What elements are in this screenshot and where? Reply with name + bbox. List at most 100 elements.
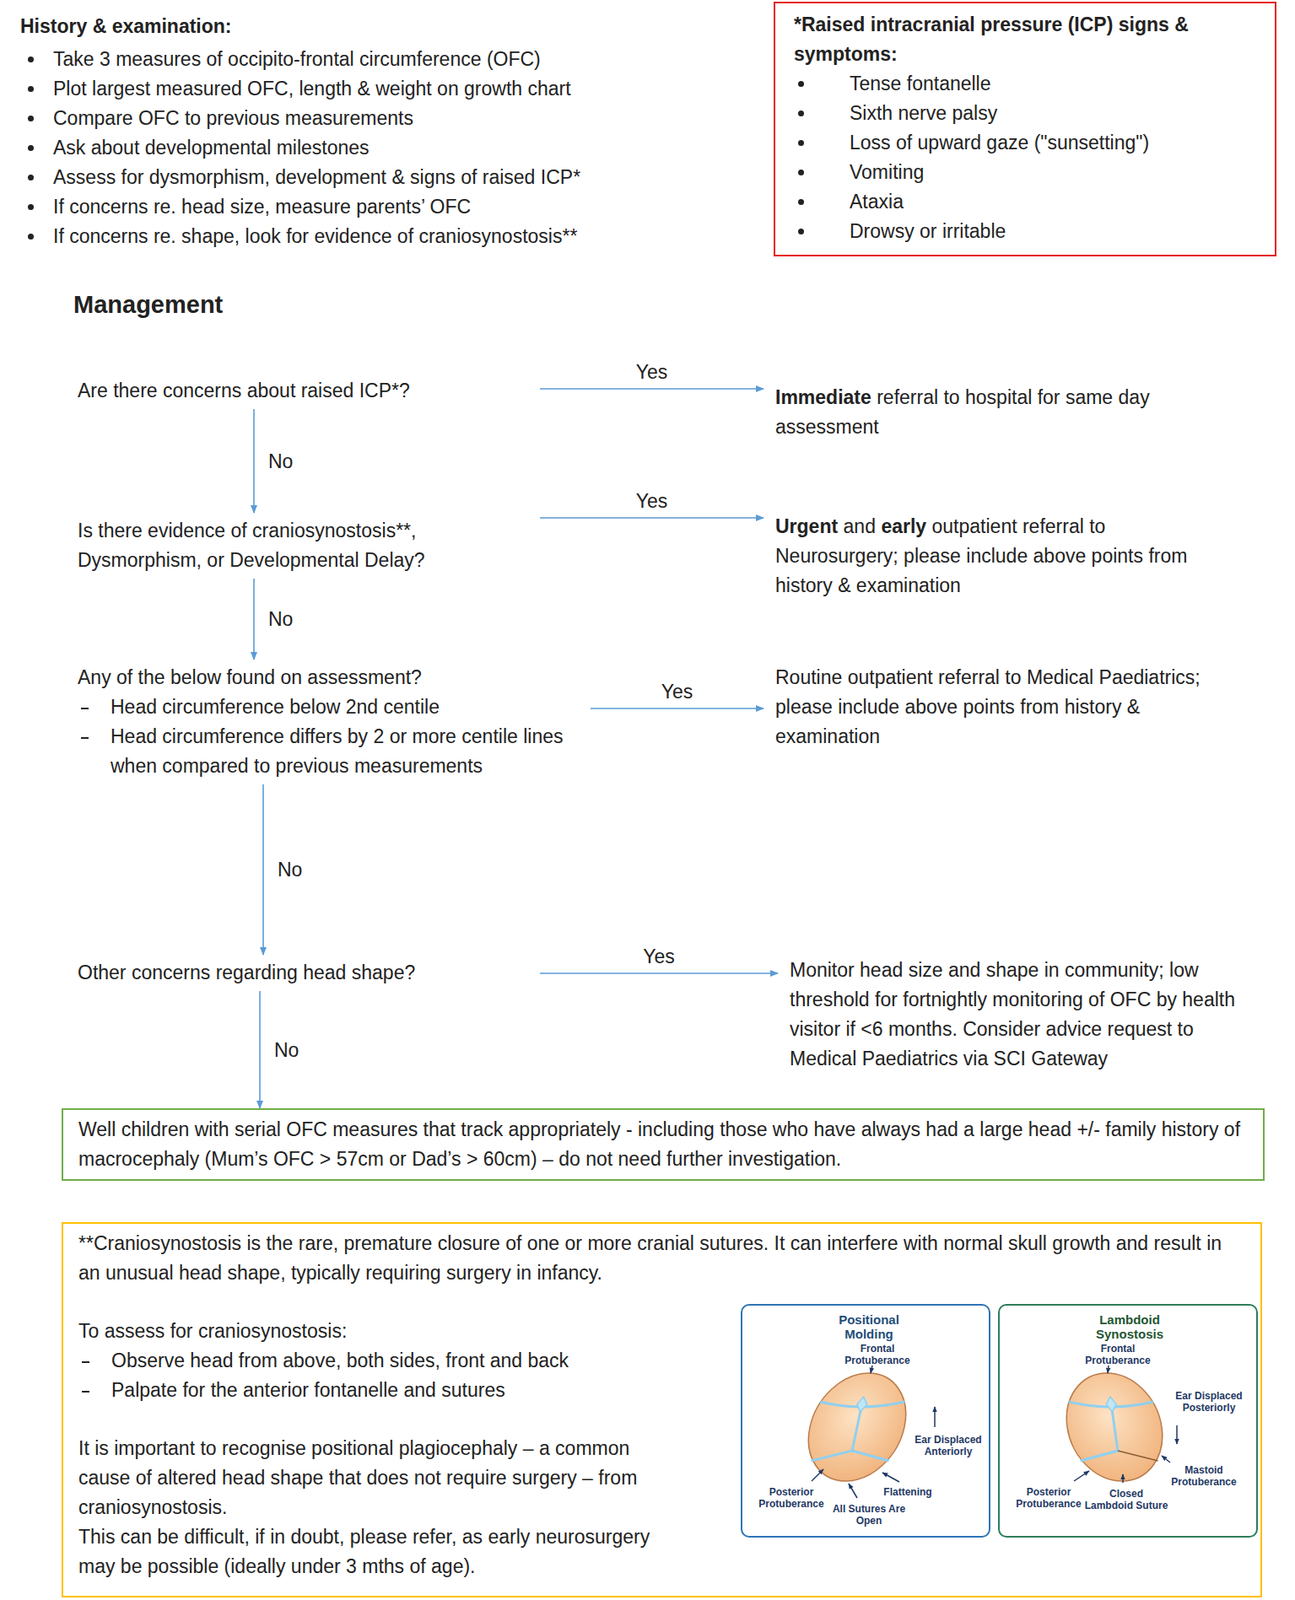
callout-label: Frontal Protuberance	[1067, 1343, 1169, 1367]
box-text: Other concerns regarding head shape?	[77, 958, 530, 988]
box-text: Well children with serial OFC measures t…	[78, 1115, 1248, 1175]
label-row: Management	[73, 289, 223, 320]
label-row: If concerns re. head size, measure paren…	[25, 192, 471, 222]
bullet-text: Sixth nerve palsy	[793, 98, 1267, 129]
list-item: Drowsy or irritable	[793, 216, 1267, 247]
list-text: Palpate for the anterior fontanelle and …	[78, 1375, 1246, 1406]
box-text: Are there concerns about raised ICP*?	[77, 376, 530, 406]
bullet-text: If concerns re. shape, look for evidence…	[25, 221, 578, 252]
bullet-text: Plot largest measured OFC, length & weig…	[25, 74, 572, 104]
bullet-text: Tense fontanelle	[793, 69, 1267, 99]
edge-label: No	[271, 1038, 302, 1063]
bullet-dot	[798, 169, 804, 176]
bullet-dot	[798, 110, 804, 117]
callout-label: Posterior Protuberance	[747, 1486, 836, 1511]
label-row: Compare OFC to previous measurements	[25, 103, 414, 134]
list-item: Sixth nerve palsy	[793, 98, 1267, 129]
box-text: Monitor head size and shape in community…	[789, 955, 1264, 1074]
bullet-text: Take 3 measures of occipito-frontal circ…	[25, 44, 541, 75]
list-item: Palpate for the anterior fontanelle and …	[78, 1375, 1246, 1406]
box-text: To assess for craniosynostosis:	[78, 1316, 1246, 1347]
list-item: Head circumference below 2nd centile	[77, 692, 581, 723]
list-item: Loss of upward gaze ("sunsetting")	[793, 128, 1267, 158]
box-text: Routine outpatient referral to Medical P…	[775, 663, 1242, 752]
box-text: early	[880, 515, 927, 538]
bullet-dot	[27, 145, 34, 152]
positional-head	[798, 1373, 916, 1482]
question: Other concerns regarding head shape?	[67, 955, 540, 992]
bullet-dot	[27, 86, 34, 92]
callout-label: All Sutures Are Open	[826, 1503, 912, 1528]
bullet-dot	[27, 174, 34, 181]
label-row: Take 3 measures of occipito-frontal circ…	[25, 44, 541, 75]
info-box: **Craniosynostosis is the rare, prematur…	[61, 1222, 1263, 1598]
list-text: Observe head from above, both sides, fro…	[78, 1346, 1246, 1376]
bullet-text: Ask about developmental milestones	[25, 133, 370, 163]
bullet-text: Loss of upward gaze ("sunsetting")	[793, 128, 1267, 158]
action: Urgentandearlyoutpatient referral to Neu…	[763, 508, 1220, 605]
bullet-text: If concerns re. head size, measure paren…	[25, 192, 471, 222]
bullet-dot	[798, 228, 804, 235]
flow-arrow	[539, 517, 764, 519]
bullet-text: Assess for dysmorphism, development & si…	[25, 162, 581, 193]
label-row: History & examination:	[20, 11, 233, 42]
section-heading: Management	[73, 289, 223, 320]
dash-mark	[80, 737, 89, 740]
callout-label: Ear Displaced Posteriorly	[1168, 1390, 1250, 1414]
label-row: Ask about developmental milestones	[25, 133, 370, 163]
box-text: and	[843, 515, 876, 538]
list-item: Head circumference differs by 2 or more …	[77, 722, 581, 782]
note-box: Well children with serial OFC measures t…	[61, 1108, 1265, 1182]
warning-box: *Raised intracranial pressure (ICP) sign…	[773, 1, 1277, 257]
list-item: Ataxia	[793, 187, 1267, 217]
callout-label: Frontal Protuberance	[826, 1343, 929, 1367]
callout-label: Posterior Protuberance	[1004, 1486, 1093, 1511]
flow-arrow	[539, 972, 778, 975]
callout-label: Mastoid Protuberance	[1161, 1464, 1247, 1489]
edge-label: Yes	[640, 944, 678, 969]
bullet-text: Compare OFC to previous measurements	[25, 103, 414, 134]
bullet-dot	[27, 204, 34, 211]
bullet-dot	[798, 199, 804, 206]
dash-mark	[80, 707, 89, 710]
box-text: Any of the below found on assessment?	[77, 663, 581, 693]
callout-label: Closed Lambdoid Suture	[1084, 1488, 1169, 1512]
edge-label: Yes	[658, 679, 697, 704]
label-row: Assess for dysmorphism, development & si…	[25, 162, 581, 193]
action: Immediatereferral to hospital for same d…	[763, 379, 1203, 446]
bullet-dot	[27, 115, 34, 122]
label-row: Plot largest measured OFC, length & weig…	[25, 74, 572, 104]
panel-title: Positional Molding	[818, 1312, 920, 1342]
edge-label: Yes	[633, 360, 671, 384]
edge-label: No	[265, 449, 296, 474]
list-item: Vomiting	[793, 157, 1267, 188]
box-text: It is important to recognise positional …	[78, 1434, 686, 1523]
list-text: Head circumference differs by 2 or more …	[77, 722, 581, 782]
illustration-panel: Lambdoid SynostosisFrontal ProtuberanceE…	[998, 1304, 1258, 1538]
panel-title: Lambdoid Synostosis	[1079, 1312, 1181, 1342]
list-item: Tense fontanelle	[793, 69, 1267, 99]
box-text: **Craniosynostosis is the rare, prematur…	[78, 1229, 1246, 1289]
bullet-text: Drowsy or irritable	[793, 216, 1267, 247]
flow-arrow	[253, 409, 255, 513]
question: Is there evidence of craniosynostosis**,…	[67, 512, 540, 579]
bullet-text: Vomiting	[793, 157, 1267, 188]
flow-arrow	[253, 578, 255, 660]
illustration-panel: Positional MoldingFrontal ProtuberanceEa…	[740, 1304, 991, 1538]
box-text: This can be difficult, if in doubt, plea…	[78, 1522, 686, 1582]
flow-arrow	[262, 784, 265, 956]
edge-label: Yes	[633, 489, 671, 513]
flow-arrow	[259, 991, 261, 1109]
bullet-text: Ataxia	[793, 187, 1267, 217]
callout-label: Flattening	[874, 1486, 942, 1499]
list-text: Head circumference below 2nd centile	[77, 692, 581, 723]
heading: History & examination:	[20, 11, 233, 42]
list-item: Observe head from above, both sides, fro…	[78, 1346, 1246, 1376]
box-text: Immediate	[775, 386, 872, 409]
flow-arrow	[590, 707, 764, 710]
box-text: Urgent	[775, 515, 838, 538]
bullet-dot	[27, 56, 34, 63]
leader-arrows	[811, 1365, 1177, 1499]
flow-arrow	[539, 388, 764, 390]
lambdoid-head	[1059, 1373, 1170, 1482]
